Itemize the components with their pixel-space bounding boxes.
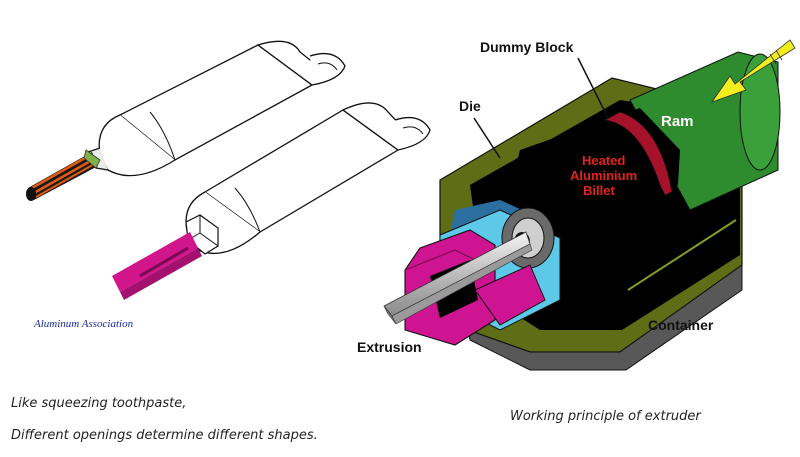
force-arrow xyxy=(710,39,796,103)
label-ram: Ram xyxy=(661,113,694,130)
toothpaste-tube-lower xyxy=(185,102,431,255)
extrusion-rod xyxy=(383,231,533,325)
label-dummy-block: Dummy Block xyxy=(480,39,574,55)
label-billet: Billet xyxy=(583,183,615,198)
label-aluminium: Aluminium xyxy=(570,168,637,183)
heated-billet xyxy=(500,108,680,240)
caption-line-2: Different openings determine different s… xyxy=(11,428,318,443)
label-container: Container xyxy=(648,317,714,333)
leader-lines xyxy=(473,57,609,159)
caption-right: Working principle of extruder xyxy=(510,409,701,424)
label-heated: Heated xyxy=(582,153,625,168)
label-extrusion: Extrusion xyxy=(357,339,422,355)
label-die: Die xyxy=(459,98,481,114)
source-credit: Aluminum Association xyxy=(33,318,134,330)
caption-line-1: Like squeezing toothpaste, xyxy=(11,396,187,411)
extruded-channel-strand xyxy=(112,232,202,300)
extruded-paste-strand xyxy=(26,149,101,201)
